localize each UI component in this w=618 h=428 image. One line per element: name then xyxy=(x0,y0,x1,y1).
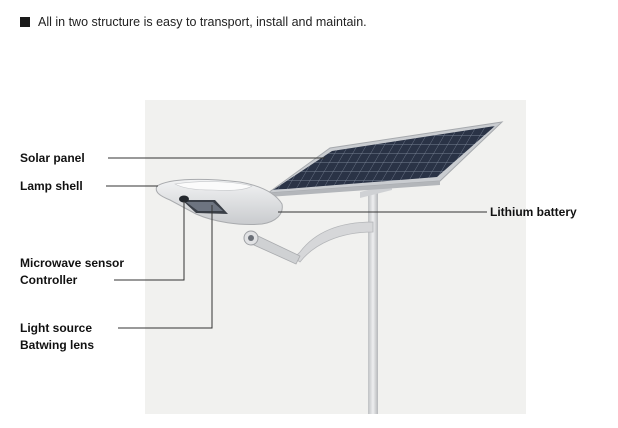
lamp-shell-top xyxy=(174,181,253,191)
label-microwave-sensor: Microwave sensor xyxy=(20,256,125,270)
arm-clamp xyxy=(253,235,301,265)
label-batwing-lens: Batwing lens xyxy=(20,338,95,352)
batwing-lens xyxy=(186,202,223,211)
solar-panel-cells xyxy=(273,126,495,190)
leader-microwave-sensor xyxy=(114,201,185,281)
label-light-source: Light source xyxy=(20,321,93,335)
label-controller: Controller xyxy=(20,273,78,287)
label-lithium-battery: Lithium battery xyxy=(490,205,577,219)
solar-panel-edge xyxy=(268,181,440,197)
controller-pod-lens xyxy=(248,235,254,241)
leader-light-source xyxy=(118,205,213,329)
label-lamp-shell: Lamp shell xyxy=(20,179,83,193)
feature-bullet: All in two structure is easy to transpor… xyxy=(20,15,367,29)
pole xyxy=(368,190,378,414)
label-solar-panel: Solar panel xyxy=(20,151,85,165)
lamp-arm xyxy=(293,221,374,263)
lamp-shell-body xyxy=(155,178,283,225)
microwave-sensor-window xyxy=(179,195,189,203)
feature-text: All in two structure is easy to transpor… xyxy=(38,15,367,29)
bullet-square-icon xyxy=(20,17,30,27)
